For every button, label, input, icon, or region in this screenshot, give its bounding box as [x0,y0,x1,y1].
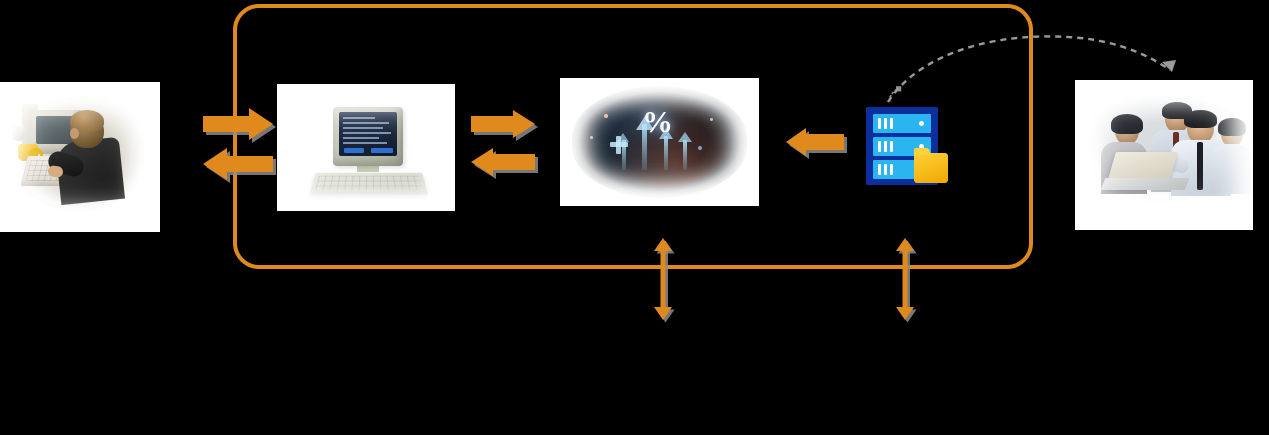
gate-arrow-left [203,148,273,180]
database-server-icon [866,86,948,187]
server-feed-arrow-head [786,128,844,156]
photo-analytics: % [560,78,759,206]
exchange-arrow-left [471,148,535,176]
photo-operator-image [0,82,160,232]
folder-icon [914,148,948,183]
photo-team-image [1075,80,1253,230]
photo-operator [0,82,160,232]
server-body [866,107,938,185]
photo-team [1075,80,1253,230]
vertical-double-arrow-left [652,238,678,333]
photo-analytics-image: % [560,78,759,206]
gate-arrow-right [203,108,273,140]
orange-process-loop [233,4,1033,269]
exchange-arrow-right [471,110,535,138]
server-feed-arrow [786,128,848,162]
photo-legacy-system-image [277,84,455,211]
vertical-double-arrow-right [894,238,920,333]
exchange-arrows [471,110,547,182]
photo-legacy-system [277,84,455,211]
percent-symbol: % [642,104,673,139]
dashed-feedback-arc [886,35,1176,103]
bidirectional-gate-arrows [203,108,283,184]
